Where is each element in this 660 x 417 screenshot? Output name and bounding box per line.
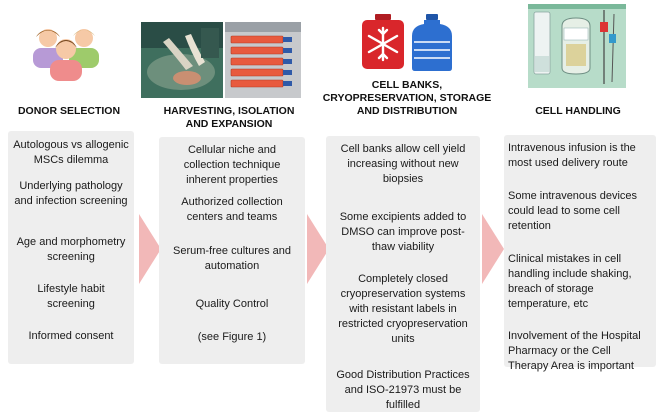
liquid-nitrogen-tank-icon (412, 14, 452, 71)
list-item: Lifestyle habit screening (37, 283, 105, 310)
flow-arrow-2 (307, 214, 329, 284)
list-item: Some excipients added to DMSO can improv… (339, 211, 467, 253)
list-item: Underlying pathology and infection scree… (14, 180, 128, 207)
cell-banks-panel: Cell banks allow cell yield increasing w… (326, 136, 480, 412)
flow-arrow-3 (482, 214, 504, 284)
culture-flasks-photo (225, 22, 301, 98)
harvesting-panel: Cellular niche and collection technique … (159, 137, 305, 364)
list-item: Autologous vs allogenic MSCs dilemma (13, 139, 129, 166)
list-item: Intravenous infusion is the most used de… (508, 142, 636, 169)
surgery-photo (141, 22, 223, 98)
list-item: Cellular niche and collection technique … (183, 144, 281, 186)
people-group-icon (33, 29, 99, 81)
cell-handling-heading: CELL HANDLING (535, 105, 621, 117)
list-item: Cell banks allow cell yield increasing w… (340, 143, 466, 185)
list-item: Age and morphometry screening (16, 236, 126, 263)
list-item: Some intravenous devices could lead to s… (508, 190, 638, 232)
list-item: (see Figure 1) (197, 331, 267, 343)
list-item: Authorized collection centers and teams (181, 196, 283, 223)
cell-banks-heading: CELL BANKS, CRYOPRESERVATION, STORAGE AN… (322, 79, 492, 117)
donor-selection-panel: Autologous vs allogenic MSCs dilemma Und… (8, 131, 134, 364)
list-item: Serum-free cultures and automation (173, 245, 291, 272)
list-item: Clinical mistakes in cell handling inclu… (508, 253, 632, 310)
snowflake-cryobox-icon (362, 14, 404, 69)
list-item: Informed consent (28, 330, 114, 342)
flow-arrow-1 (139, 214, 161, 284)
cell-handling-panel: Intravenous infusion is the most used de… (504, 135, 656, 372)
infusion-bag-photo (528, 4, 626, 88)
harvesting-heading: HARVESTING, ISOLATION AND EXPANSION (163, 105, 295, 130)
list-item: Completely closed cryopreservation syste… (338, 273, 468, 345)
list-item: Involvement of the Hospital Pharmacy or … (508, 330, 641, 372)
list-item: Quality Control (195, 298, 269, 310)
donor-selection-heading: DONOR SELECTION (17, 105, 121, 117)
list-item: Good Distribution Practices and ISO-2197… (336, 369, 470, 411)
